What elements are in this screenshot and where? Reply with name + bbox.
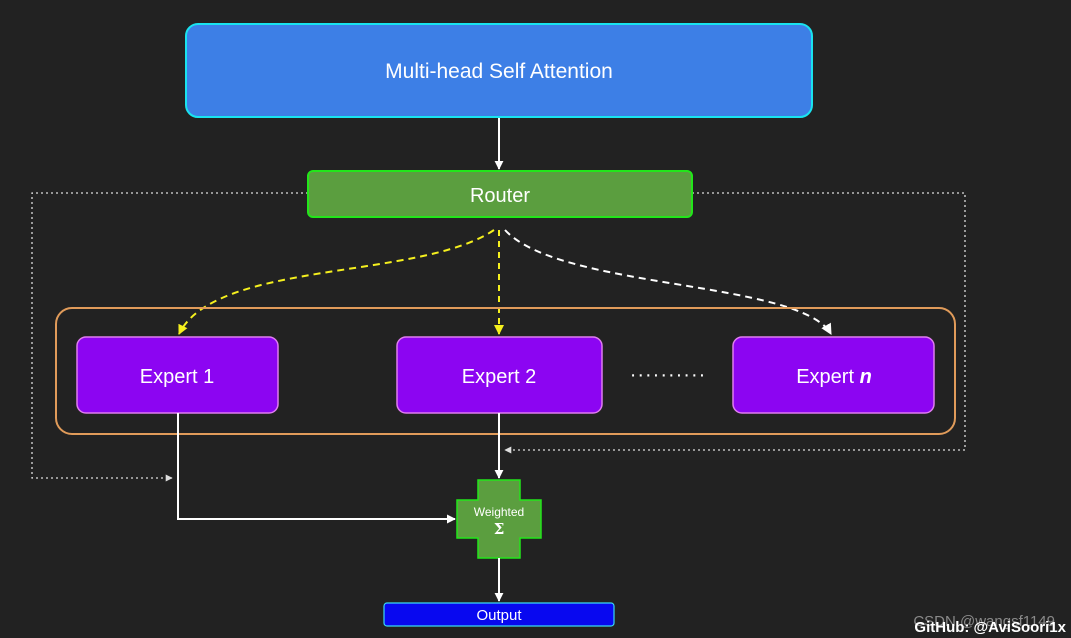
expert-2-label: Expert 2 [462, 366, 536, 388]
router-label: Router [470, 185, 530, 207]
arrow-expert-1-to-sum [177, 413, 456, 524]
router-box [307, 170, 693, 218]
sigma-symbol: Σ [494, 520, 505, 538]
expert-n-box [732, 336, 935, 414]
weighted-sum-shape [456, 479, 542, 559]
attention-block: Multi-head Self Attention [185, 23, 813, 118]
dotted-line-right [504, 192, 966, 454]
output-box [383, 602, 615, 627]
github-watermark: GitHub: @AviSoori1x [914, 619, 1066, 636]
attention-label: Multi-head Self Attention [385, 60, 613, 83]
experts-group [55, 307, 956, 435]
expert-n-block: Expert n [732, 336, 935, 414]
csdn-watermark: CSDN @wangsf1149 [913, 613, 1055, 630]
expert-1-label: Expert 1 [140, 366, 214, 388]
expert-2-block: Expert 2 [396, 336, 603, 414]
expert-1-block: Expert 1 [76, 336, 279, 414]
route-arrow-expert-1 [178, 229, 495, 335]
attention-box [185, 23, 813, 118]
expert-n-label: Expert n [796, 366, 872, 388]
router-block: Router [307, 170, 693, 218]
weighted-sum-label: Weighted [474, 505, 524, 519]
expert-n-label-var: n [860, 366, 872, 388]
weighted-sum-block: Weighted Σ [456, 479, 542, 559]
expert-n-label-prefix: Expert [796, 366, 859, 388]
output-block: Output [383, 602, 615, 627]
residual-dotted-connectors [31, 192, 966, 482]
experts-ellipsis: ·········· [630, 364, 707, 386]
output-label: Output [476, 607, 522, 624]
route-arrow-expert-n [504, 229, 832, 335]
dotted-line-left [31, 192, 308, 482]
